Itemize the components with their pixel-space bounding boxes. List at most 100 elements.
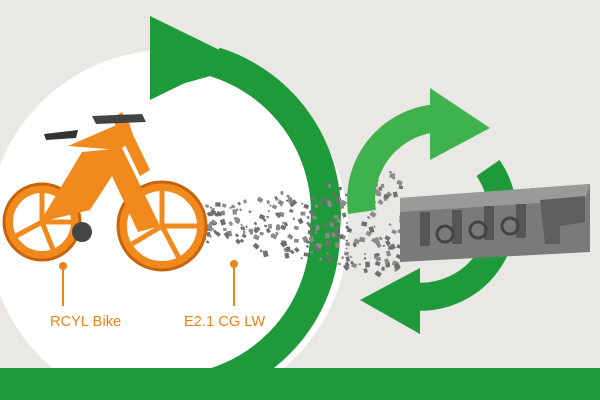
granulate-particle (253, 221, 258, 226)
granulate-particle (255, 226, 261, 232)
bike-pointer-dot (59, 262, 67, 270)
granulate-particle (341, 256, 344, 260)
granulate-particle (306, 240, 310, 244)
granulate-particle (378, 236, 383, 241)
granulate-particle (291, 199, 298, 206)
granulate-particle (259, 231, 264, 236)
granulate-particle (232, 209, 237, 215)
granulate-particle (292, 217, 296, 221)
granulate-particle (339, 203, 345, 210)
granulate-particle (275, 231, 279, 236)
granulate-particle (222, 227, 227, 232)
granulate-particle (215, 232, 220, 236)
granulate-particle (336, 218, 342, 224)
granulate-particle (365, 261, 370, 268)
granulate-particle (386, 191, 393, 198)
granulate-particle (363, 252, 367, 255)
granulate-particle (205, 240, 210, 244)
granulate-particle (285, 246, 291, 253)
granulate-particle (279, 241, 287, 248)
granulate-particle (267, 223, 273, 229)
granulate-particle (337, 262, 342, 266)
granulate-particle (381, 266, 385, 271)
granulate-particle (389, 171, 392, 174)
granulate-particle (208, 221, 213, 226)
granulate-particle (265, 215, 270, 219)
granulate-particle (210, 219, 217, 225)
granulate-particle (287, 233, 294, 240)
granulate-particle (382, 245, 385, 247)
granulate-particle (380, 183, 385, 189)
granulate-particle (390, 243, 396, 250)
granulate-particle (314, 231, 318, 234)
granulate-particle (259, 249, 263, 253)
granulate-particle (233, 216, 239, 221)
granulate-particle (324, 232, 330, 239)
granulate-particle (384, 235, 391, 241)
granulate-particle (321, 196, 329, 203)
granulate-particle (311, 214, 318, 221)
granulate-particle (277, 224, 280, 226)
granulate-particle (385, 239, 391, 247)
granulate-particle (361, 221, 368, 227)
granulate-particle (263, 224, 268, 228)
granulate-particle (239, 238, 245, 243)
granulate-particle (315, 224, 321, 231)
granulate-particle (313, 245, 320, 253)
granulate-particle (243, 230, 246, 234)
granulate-particle (279, 203, 283, 207)
granulate-particle (275, 212, 279, 216)
granulate-particle (294, 247, 300, 253)
granulate-particle (310, 250, 314, 254)
granulate-particle (223, 231, 230, 238)
granulate-particle (344, 193, 348, 196)
bicycle-image (2, 112, 208, 272)
granulate-particle (211, 228, 215, 231)
granulate-particle (248, 228, 253, 233)
granulate-particle (280, 190, 284, 196)
granulate-particle (221, 203, 227, 208)
granulate-particle (376, 252, 381, 257)
granulate-particle (207, 224, 213, 231)
granulate-particle (341, 212, 347, 218)
granulate-particle (248, 210, 252, 214)
granulate-particle (343, 251, 350, 256)
bottom-green-band (0, 368, 600, 400)
granulate-particle (334, 195, 342, 204)
granulate-particle (308, 235, 315, 243)
granulate-particle (262, 250, 265, 253)
granulate-particle (389, 173, 396, 179)
granulate-particle (240, 223, 243, 227)
granulate-particle (388, 222, 392, 227)
granulate-particle (395, 253, 402, 260)
granulate-particle (215, 202, 221, 207)
granulate-particle (212, 207, 215, 211)
granulate-particle (334, 233, 340, 239)
granulate-particle (325, 256, 333, 264)
granulate-particle (396, 179, 403, 186)
granulate-particle (266, 199, 271, 205)
granulate-particle (275, 198, 279, 201)
granulate-particle (345, 239, 349, 243)
granulate-particle (334, 241, 341, 249)
granulate-particle (253, 228, 259, 234)
cable-chain-image (400, 184, 590, 262)
granulate-particle (265, 227, 272, 234)
granulate-particle (288, 208, 294, 214)
granulate-particle (271, 204, 278, 210)
granulate-particle (398, 185, 404, 190)
granulate-particle (345, 242, 350, 246)
granulate-particle (219, 218, 226, 226)
granulate-particle (383, 258, 390, 265)
granulate-particle (245, 225, 248, 229)
granulate-particle (303, 252, 309, 257)
granulate-particle (230, 204, 236, 209)
granulate-particle (371, 237, 377, 244)
granulate-particle (306, 216, 310, 219)
granulate-particle (385, 250, 392, 257)
granulate-particle (221, 210, 226, 216)
granulate-particle (277, 199, 285, 206)
granulate-particle (225, 236, 230, 240)
granulate-particle (329, 234, 332, 237)
granulate-particle (275, 225, 281, 231)
